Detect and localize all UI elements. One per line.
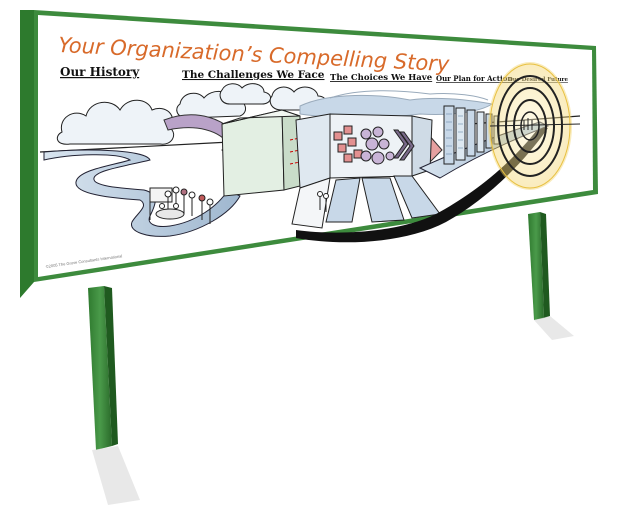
section-label-challenges: The Challenges We Face [182, 69, 325, 81]
option-chevrons-icon [393, 129, 415, 161]
people-group-icon [149, 186, 214, 224]
option-circles-icon [360, 126, 395, 165]
desired-future-sun-icon [488, 62, 581, 190]
history-road [43, 149, 241, 237]
clouds [56, 83, 494, 145]
challenge-box [221, 109, 301, 197]
journey-path [296, 126, 548, 243]
option-squares-icon [333, 125, 363, 163]
people-pair-icon [317, 191, 329, 212]
section-label-our-history: Our History [60, 65, 140, 79]
billboard-posts [88, 212, 574, 505]
choices-panels [291, 113, 441, 229]
section-label-plan: Our Plan for Action [436, 74, 512, 83]
section-label-choices: The Choices We Have [330, 73, 433, 83]
